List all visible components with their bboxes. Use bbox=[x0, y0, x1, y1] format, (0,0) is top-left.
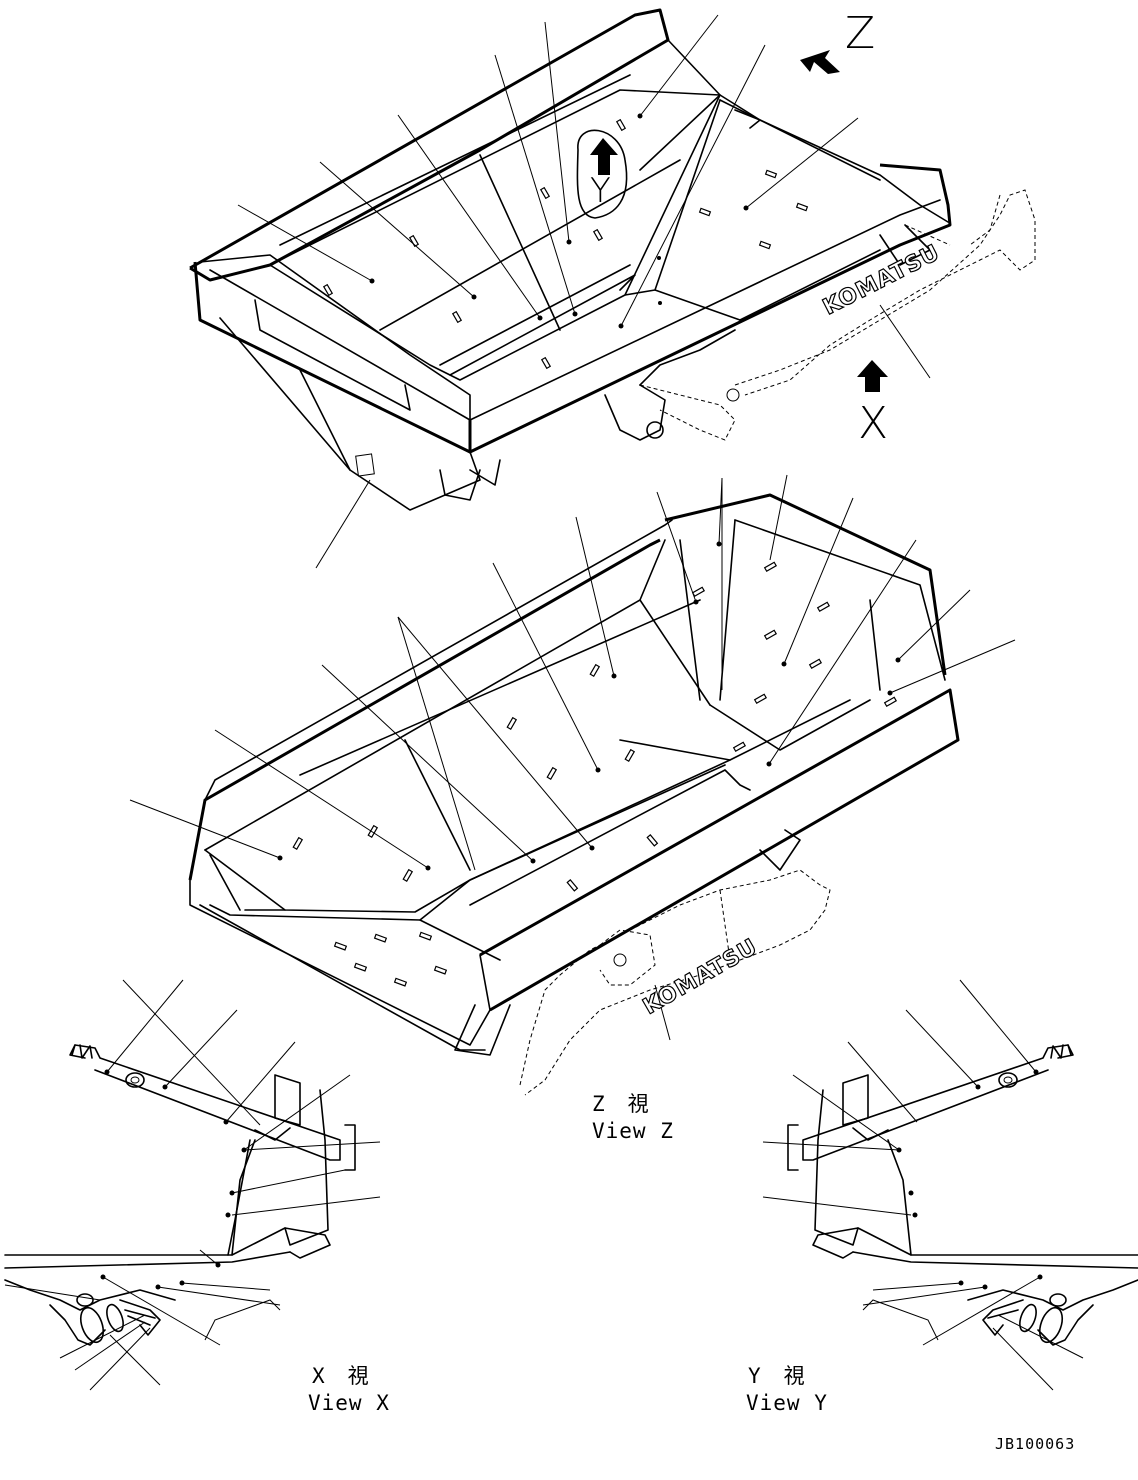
view-y-caption-en: View Y bbox=[746, 1391, 828, 1415]
dump-body-top-view bbox=[189, 8, 1036, 511]
view-y-detail bbox=[762, 979, 1138, 1391]
view-x-arrow-icon bbox=[857, 360, 888, 392]
view-x-caption-jp: X 視 bbox=[312, 1364, 370, 1388]
leader-lines-view-x bbox=[4, 979, 381, 1391]
view-y-caption-jp: Y 視 bbox=[748, 1364, 806, 1388]
view-z-arrow-icon bbox=[800, 50, 840, 74]
view-y-letter: Y bbox=[590, 171, 611, 211]
view-x-detail bbox=[4, 1044, 356, 1346]
view-z-caption-jp: Z 視 bbox=[592, 1092, 650, 1116]
view-z-letter: Z bbox=[845, 8, 876, 59]
liner-bolts-view-z bbox=[277, 541, 901, 987]
view-x-caption-en: View X bbox=[308, 1391, 390, 1415]
liner-bolts-top bbox=[322, 113, 809, 370]
dump-body-view-z bbox=[188, 493, 960, 1096]
drawing-code: JB100063 bbox=[995, 1435, 1076, 1453]
leader-lines-view-z bbox=[129, 474, 1016, 1041]
view-y-arrow-icon bbox=[590, 138, 618, 175]
leader-lines-top bbox=[237, 14, 931, 569]
view-x-letter: X bbox=[858, 398, 889, 449]
view-z-caption-en: View Z bbox=[592, 1119, 674, 1143]
view-arrows bbox=[590, 50, 888, 392]
